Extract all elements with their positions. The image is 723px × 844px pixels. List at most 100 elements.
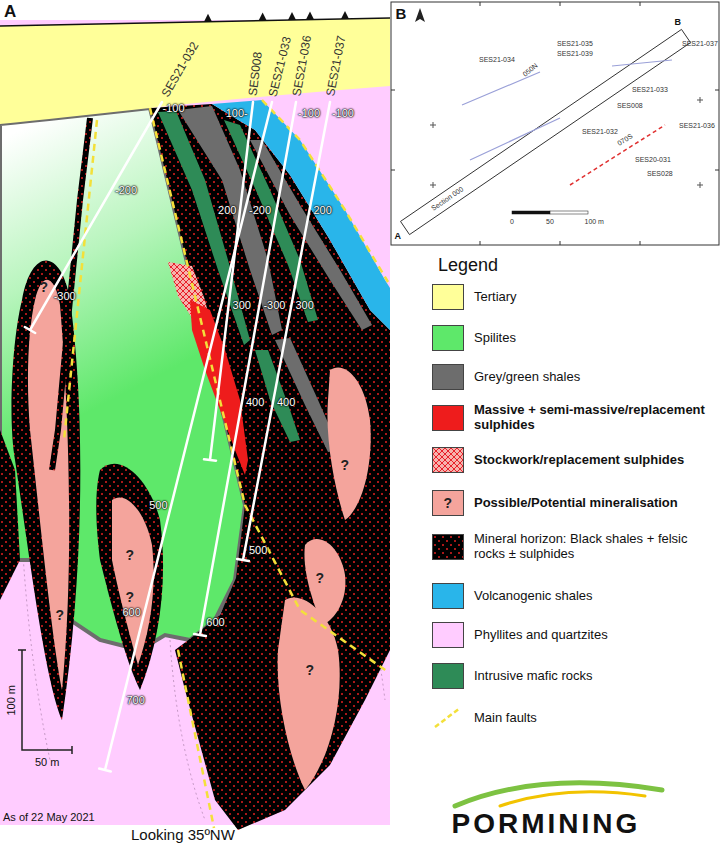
depth-mark: -100 xyxy=(298,107,320,120)
legend-text: Mineral horizon: Black shales + felsic r… xyxy=(474,532,720,562)
stockwork-sample xyxy=(433,448,463,472)
map-label: SES21-033 xyxy=(632,86,668,94)
uncertain-mark: ? xyxy=(306,662,315,678)
map-label: SES21-032 xyxy=(582,128,618,136)
date-note: As of 22 May 2021 xyxy=(3,811,95,824)
scale-bar xyxy=(18,650,72,754)
legend-entry: Spilites xyxy=(432,325,516,351)
legend-entry: Volcanogenic shales xyxy=(432,583,593,609)
depth-mark: 700 xyxy=(127,694,145,707)
legend-pattern xyxy=(432,705,462,729)
legend-entry: Phyllites and quartzites xyxy=(432,622,608,648)
map-scale-bar xyxy=(550,211,588,214)
drill-trace xyxy=(204,102,253,461)
tertiary-cover xyxy=(0,18,390,124)
legend-text: Stockwork/replacement sulphides xyxy=(474,453,684,468)
legend-swatch xyxy=(432,663,464,689)
section-label: A xyxy=(4,2,16,22)
drill-trace xyxy=(237,102,330,561)
legend-entry: Possible/Potential mineralisation xyxy=(432,490,678,516)
uncertain-mark: ? xyxy=(126,589,135,605)
uncertain-mark: ? xyxy=(56,607,65,623)
logo-swoosh xyxy=(455,783,662,806)
legend-entry: Mineral horizon: Black shales + felsic r… xyxy=(432,532,720,562)
north-arrow xyxy=(415,8,425,22)
map-label: SES21-039 xyxy=(557,50,593,58)
map-label: SES20-031 xyxy=(635,156,671,164)
uncertain-mark: ? xyxy=(40,279,49,295)
collar-symbol xyxy=(306,12,314,20)
mineral-horizon-band xyxy=(52,118,90,470)
map-grid-tick xyxy=(391,2,719,245)
legend-swatch xyxy=(432,325,464,351)
uncertain-mark: ? xyxy=(126,547,135,563)
mineral-horizon-sample xyxy=(433,535,463,559)
map-label: 50 xyxy=(546,218,554,226)
legend-text: Main faults xyxy=(474,711,537,726)
legend-text: Volcanogenic shales xyxy=(474,589,593,604)
scale-label: 50 m xyxy=(35,756,59,769)
mineral-horizon-edge xyxy=(0,430,20,600)
map-label: 0 xyxy=(510,218,514,226)
depth-mark: 400 xyxy=(246,396,264,409)
legend-swatch xyxy=(432,583,464,609)
legend-swatch xyxy=(432,364,464,390)
depth-mark: 300 xyxy=(295,299,313,312)
drill-trace xyxy=(99,102,272,772)
map-label: SES008 xyxy=(617,102,643,110)
depth-mark: -100 xyxy=(332,107,354,120)
drillhole-name: SES21-036 xyxy=(290,35,314,98)
legend-text: Tertiary xyxy=(474,290,517,305)
map-label: 100 m xyxy=(585,218,604,226)
legend-entry: Intrusive mafic rocks xyxy=(432,663,592,689)
depth-mark: 500 xyxy=(249,544,267,557)
section-outline xyxy=(401,29,691,234)
depth-mark: 600 xyxy=(206,616,224,629)
legend-entry: Grey/green shales xyxy=(432,364,580,390)
map-section-end: B xyxy=(675,17,682,27)
uncertain-mark: ? xyxy=(316,570,325,586)
legend-swatch xyxy=(432,405,464,431)
potential-mineralisation xyxy=(28,280,69,690)
depth-mark: 400 xyxy=(277,396,295,409)
legend-text: Intrusive mafic rocks xyxy=(474,669,592,684)
legend-pattern xyxy=(433,535,463,559)
legend-text: Possible/Potential mineralisation xyxy=(474,496,678,511)
map-label: SES21-036 xyxy=(679,122,715,130)
fault-sample xyxy=(435,708,460,727)
legend-entry: Stockwork/replacement sulphides xyxy=(432,447,684,473)
depth-mark: 200 xyxy=(218,204,236,217)
potential-mineralisation xyxy=(327,367,370,520)
legend-swatch xyxy=(432,705,464,731)
legend-pattern xyxy=(433,448,463,472)
company-logo: PORMINING xyxy=(452,808,641,840)
depth-mark: -100 xyxy=(163,102,185,115)
map-label: Section 000 xyxy=(429,185,464,212)
mineral-horizon-body xyxy=(150,104,390,830)
legend-swatch xyxy=(432,622,464,648)
main-fault xyxy=(64,120,97,440)
map-section-end: A xyxy=(395,231,402,241)
main-fault xyxy=(178,650,214,828)
legend-entry: Massive + semi-massive/replacement sulph… xyxy=(432,403,720,433)
legend-title: Legend xyxy=(438,255,498,276)
depth-mark: 300 xyxy=(233,299,251,312)
drill-trace xyxy=(194,102,296,636)
legend-swatch xyxy=(432,534,464,560)
depth-mark: -300 xyxy=(54,290,76,303)
location-map-frame xyxy=(391,2,719,245)
depth-mark: -200 xyxy=(249,204,271,217)
depth-mark: 600 xyxy=(123,606,141,619)
depth-mark: -200 xyxy=(115,184,137,197)
main-fault xyxy=(150,108,388,672)
map-label: SES21-035 xyxy=(557,40,593,48)
potential-mineralisation xyxy=(278,597,340,790)
drillhole-name: SES008 xyxy=(247,51,266,96)
drillhole-name: SES21-037 xyxy=(324,35,349,98)
drillhole-name: SES21-032 xyxy=(159,40,202,100)
collar-symbol xyxy=(204,14,212,22)
map-scale-bar xyxy=(512,211,550,214)
legend-text: Spilites xyxy=(474,331,516,346)
section-label: B xyxy=(396,5,407,22)
topography-line xyxy=(0,18,390,26)
